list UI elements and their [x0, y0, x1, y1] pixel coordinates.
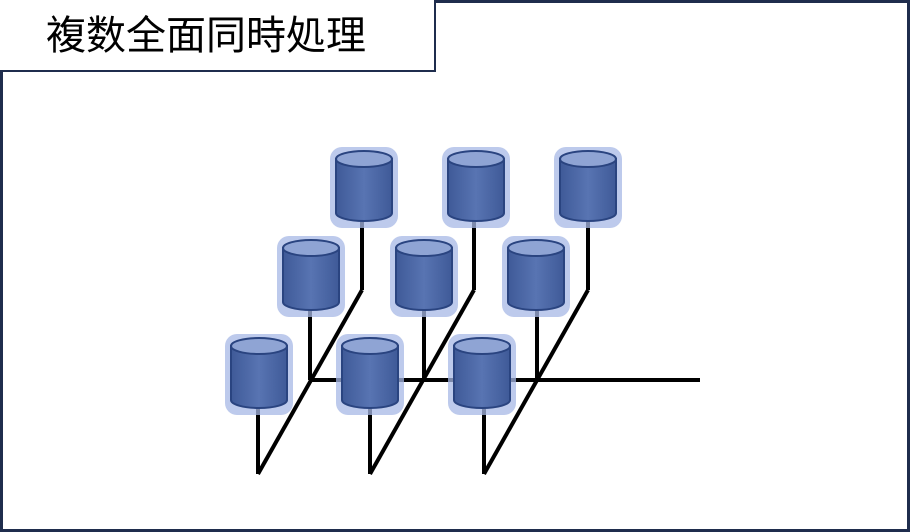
node-middle-2: [390, 236, 458, 317]
page-title: 複数全面同時処理: [46, 13, 366, 59]
node-back-2: [442, 147, 510, 228]
node-middle-1: [277, 236, 345, 317]
node-front-2: [336, 334, 404, 415]
node-middle-3: [502, 236, 570, 317]
title-box: 複数全面同時処理: [0, 0, 436, 72]
node-front-1: [225, 334, 293, 415]
node-back-3: [554, 147, 622, 228]
node-front-3: [448, 334, 516, 415]
node-back-1: [330, 147, 398, 228]
